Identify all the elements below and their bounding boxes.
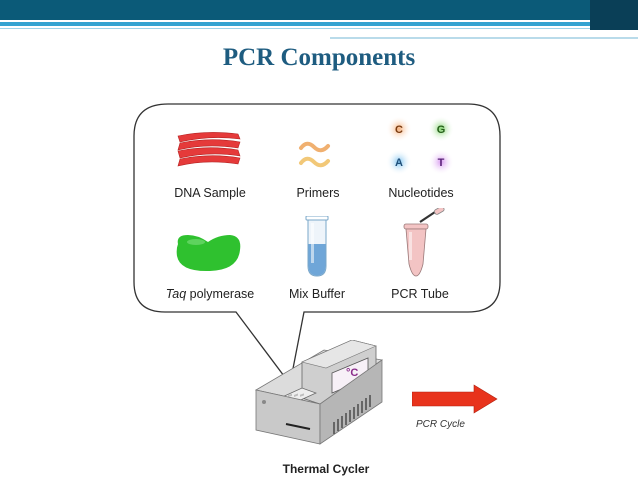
nucleotide-t: T <box>438 157 445 169</box>
taq-italic: Taq <box>165 287 187 301</box>
nucleotide-a: A <box>395 157 403 169</box>
pcr-tube-label: PCR Tube <box>391 287 449 301</box>
header-banner <box>0 0 638 20</box>
primers-label: Primers <box>296 186 340 200</box>
nucleotide-g: G <box>437 124 446 136</box>
nucleotide-c: C <box>395 124 403 136</box>
temperature-readout: °C <box>346 367 358 379</box>
banner-stripe <box>0 22 638 26</box>
nucleotides-label: Nucleotides <box>388 186 454 200</box>
banner-stripe-thin <box>0 28 638 29</box>
taq-polymerase-icon <box>176 235 241 272</box>
dna-sample-icon <box>177 132 241 167</box>
banner-accent <box>330 37 638 39</box>
pcr-tube-icon <box>403 208 445 277</box>
primers-icon <box>299 141 330 168</box>
pcr-cycle-label: PCR Cycle <box>416 419 465 430</box>
polymerase-text: polymerase <box>186 287 255 301</box>
banner-accent-2 <box>590 0 638 30</box>
thermal-cycler-label: Thermal Cycler <box>282 462 370 476</box>
dna-sample-label: DNA Sample <box>174 186 246 200</box>
page-title: PCR Components <box>222 44 416 71</box>
pcr-cycle-arrow-icon <box>412 384 498 414</box>
taq-polymerase-label: Taq polymerase <box>155 287 265 301</box>
thermal-cycler-device: °C <box>254 340 384 445</box>
mix-buffer-label: Mix Buffer <box>288 287 346 301</box>
nucleotides-icon: C G A T <box>386 116 454 175</box>
mix-buffer-icon <box>305 216 329 277</box>
